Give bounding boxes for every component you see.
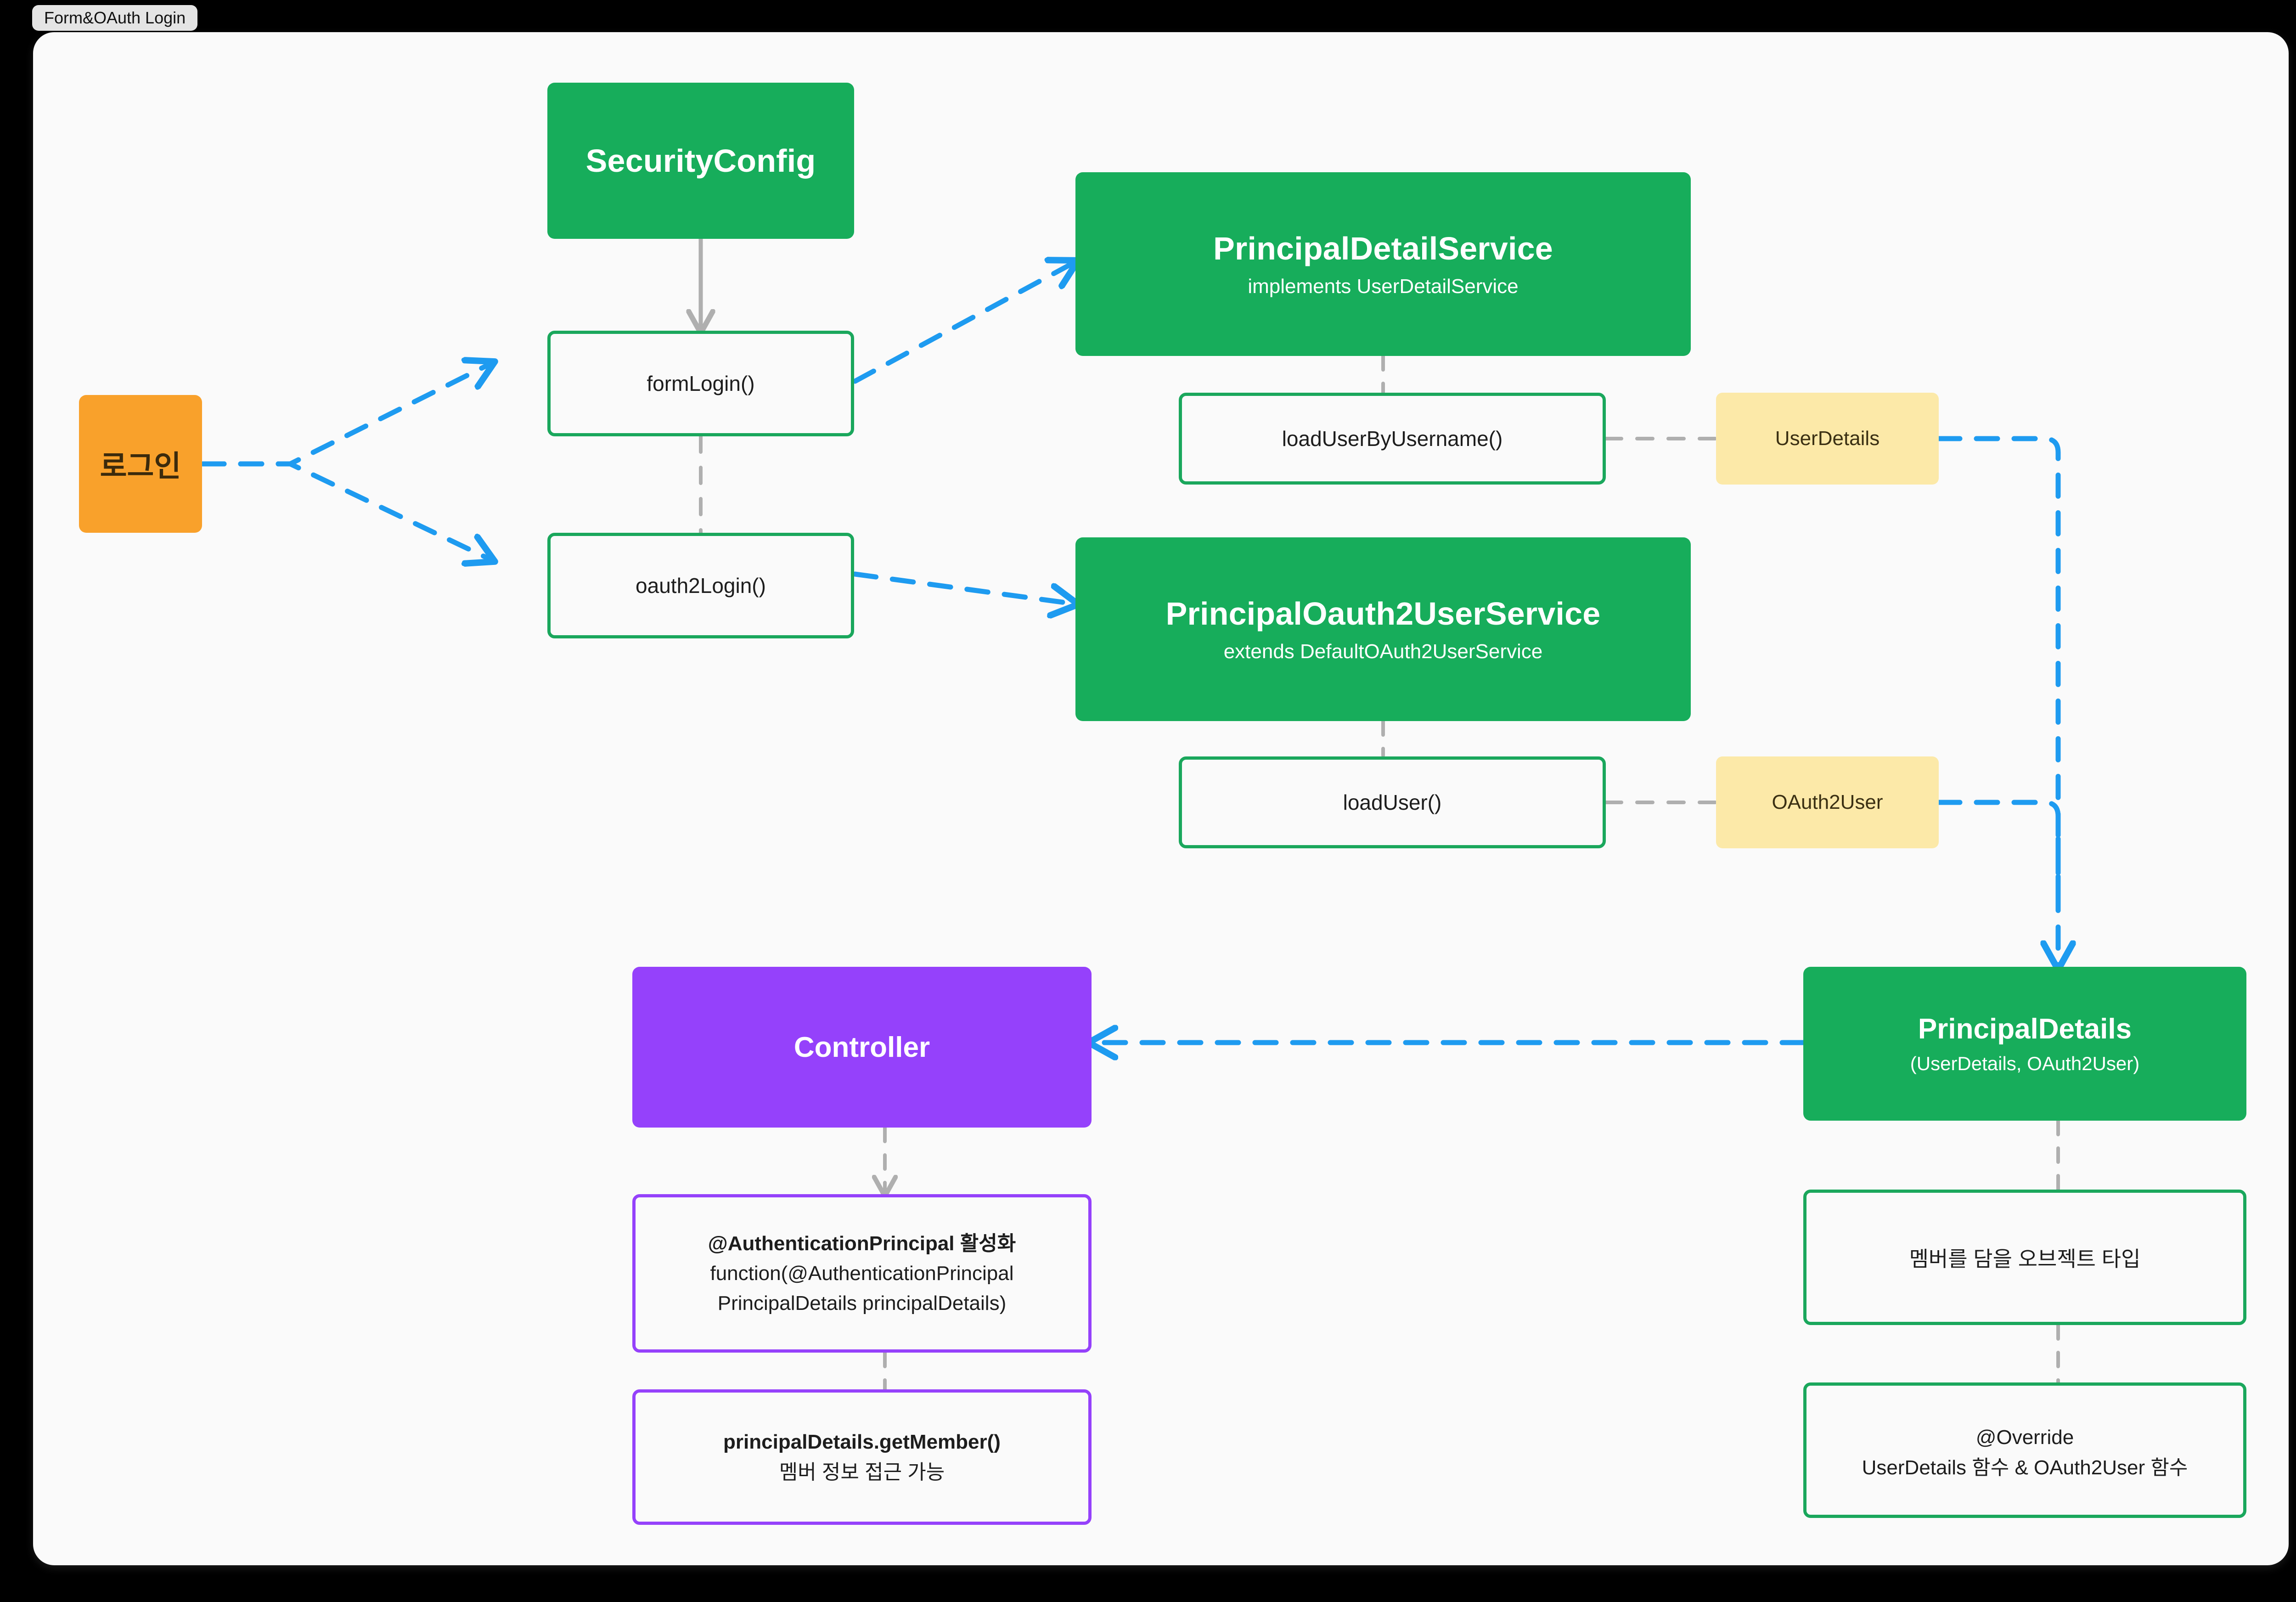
node-principal-detail-service-label: PrincipalDetailService (1213, 231, 1553, 266)
node-get-member-line2: 멤버 정보 접근 가능 (779, 1461, 945, 1484)
node-user-details-badge-label: UserDetails (1775, 427, 1880, 450)
edge-login-formlogin (200, 363, 492, 467)
node-authentication-principal-line2: function(@AuthenticationPrincipal (710, 1262, 1014, 1285)
node-get-member[interactable]: principalDetails.getMember() 멤버 정보 접근 가능 (632, 1389, 1092, 1525)
node-login-label: 로그인 (100, 450, 181, 483)
node-controller-label: Controller (793, 1031, 930, 1063)
node-security-config[interactable]: SecurityConfig (547, 83, 854, 239)
node-oauth2-user-badge[interactable]: OAuth2User (1716, 756, 1939, 848)
edge-login-oauth2login (200, 461, 492, 560)
node-user-details-badge[interactable]: UserDetails (1716, 393, 1939, 485)
node-principal-details-label: PrincipalDetails (1918, 1013, 2132, 1045)
node-authentication-principal[interactable]: @AuthenticationPrincipal 활성화 function(@A… (632, 1194, 1092, 1353)
node-security-config-label: SecurityConfig (585, 143, 816, 179)
node-principal-oauth2-user-service-label: PrincipalOauth2UserService (1165, 596, 1601, 632)
node-load-user-by-username[interactable]: loadUserByUsername() (1179, 393, 1606, 485)
node-member-object-type[interactable]: 멤버를 담을 오브젝트 타입 (1803, 1190, 2246, 1325)
node-get-member-line1: principalDetails.getMember() (723, 1431, 1001, 1454)
edge-formlogin-principaldetailservice (852, 262, 1075, 384)
edge-userdetails-principaldetails (1936, 436, 2058, 967)
node-principal-details[interactable]: PrincipalDetails (UserDetails, OAuth2Use… (1803, 967, 2246, 1121)
node-authentication-principal-line1: @AuthenticationPrincipal 활성화 (708, 1232, 1016, 1255)
tab-strip: Form&OAuth Login (32, 4, 198, 32)
node-principal-oauth2-user-service-sub: extends DefaultOAuth2UserService (1223, 640, 1543, 663)
node-controller[interactable]: Controller (632, 967, 1092, 1128)
node-login[interactable]: 로그인 (79, 395, 202, 533)
window-tab[interactable]: Form&OAuth Login (32, 5, 198, 31)
node-override-note-line2: UserDetails 함수 & OAuth2User 함수 (1862, 1456, 2188, 1479)
diagram-canvas[interactable]: 로그인 SecurityConfig formLogin() oauth2Log… (33, 32, 2289, 1565)
node-principal-detail-service-sub: implements UserDetailService (1248, 275, 1519, 298)
node-load-user[interactable]: loadUser() (1179, 756, 1606, 848)
node-override-note-line1: @Override (1975, 1426, 2074, 1449)
node-principal-detail-service[interactable]: PrincipalDetailService implements UserDe… (1075, 172, 1691, 356)
edge-oauth2login-principaloauth2userservice (852, 571, 1075, 604)
node-form-login-label: formLogin() (647, 372, 755, 395)
node-principal-details-sub: (UserDetails, OAuth2User) (1910, 1053, 2140, 1074)
node-authentication-principal-line3: PrincipalDetails principalDetails) (717, 1292, 1007, 1315)
node-override-note[interactable]: @Override UserDetails 함수 & OAuth2User 함수 (1803, 1382, 2246, 1518)
node-oauth2-user-badge-label: OAuth2User (1772, 791, 1883, 813)
edge-oauth2user-principaldetails (1936, 800, 2061, 908)
node-principal-oauth2-user-service[interactable]: PrincipalOauth2UserService extends Defau… (1075, 537, 1691, 721)
node-oauth2-login-label: oauth2Login() (636, 574, 766, 598)
node-form-login[interactable]: formLogin() (547, 331, 854, 436)
node-load-user-label: loadUser() (1343, 790, 1442, 814)
node-load-user-by-username-label: loadUserByUsername() (1282, 427, 1503, 451)
edge-layer (200, 237, 2289, 1391)
node-oauth2-login[interactable]: oauth2Login() (547, 533, 854, 638)
node-member-object-type-label: 멤버를 담을 오브젝트 타입 (1909, 1247, 2141, 1271)
